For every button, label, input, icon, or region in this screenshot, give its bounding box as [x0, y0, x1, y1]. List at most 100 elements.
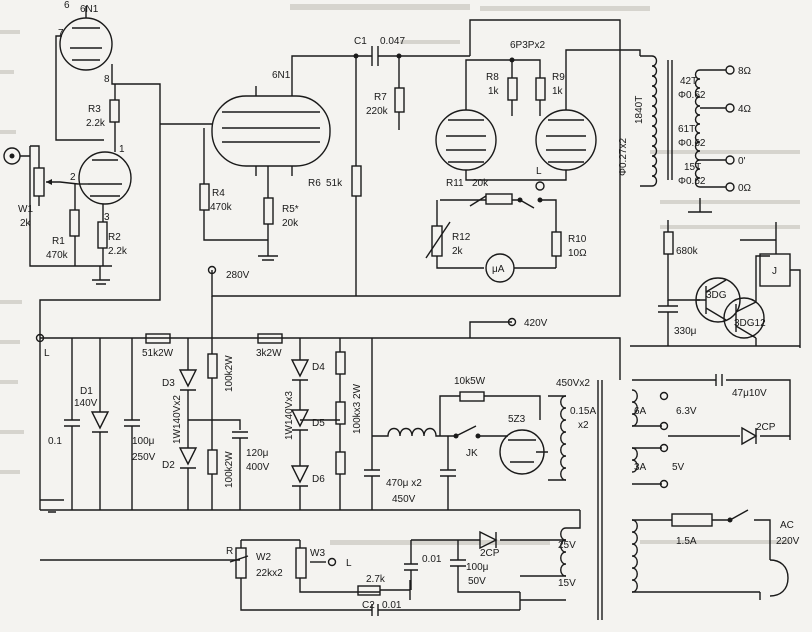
- component-labels: 6N1 6 6 7 8 1 2 3 R3 2.2k W1 2k R1 470k …: [18, 0, 800, 611]
- label-r51: 51k2W: [142, 348, 174, 359]
- r680-resistor: [663, 231, 674, 255]
- label-o8: 8Ω: [738, 66, 752, 77]
- c47-capacitor: [715, 374, 723, 386]
- label-o4: 4Ω: [738, 104, 752, 115]
- r10-resistor: [551, 231, 562, 257]
- r1-resistor: [69, 209, 80, 237]
- d2-zener-diode: [178, 447, 198, 469]
- w3-potentiometer: [295, 547, 307, 579]
- heater-primary-section: [631, 374, 791, 600]
- label-r100a: 100k2W: [224, 355, 235, 392]
- label-r11v: 20k: [472, 178, 489, 189]
- label-ac: AC: [780, 520, 794, 531]
- heater-terminal-c[interactable]: [659, 443, 669, 453]
- bias-supply-section: [40, 510, 581, 616]
- v3b-pentode-tube: [535, 109, 597, 171]
- label-fuse: 1.5A: [676, 536, 697, 547]
- label-c330: 330μ: [674, 326, 697, 337]
- label-hvi: 0.15A: [570, 406, 596, 417]
- label-pin6: 6: [64, 0, 70, 11]
- label-t42: 42T: [680, 76, 697, 87]
- label-h3a: 3A: [634, 462, 647, 473]
- label-dz1: 1W140Vx2: [172, 395, 183, 444]
- power-transformer-hv-winding: [560, 395, 567, 481]
- d3-zener-diode: [178, 369, 198, 391]
- label-pin2: 2: [70, 172, 76, 183]
- bias-l-terminal[interactable]: [327, 557, 337, 567]
- heater-6v3-winding: [631, 389, 638, 427]
- r9-resistor: [535, 77, 546, 101]
- r100k3-c-resistor: [335, 451, 346, 475]
- label-r680: 680k: [676, 246, 699, 257]
- label-t61: 61T: [678, 124, 695, 135]
- heater-terminal-d[interactable]: [659, 479, 669, 489]
- r27k-resistor: [357, 585, 381, 596]
- r11-resistor: [485, 193, 513, 205]
- bias-winding: [560, 527, 567, 577]
- label-c2v: 0.01: [382, 600, 402, 611]
- label-d3w: Φ0.62: [678, 176, 706, 187]
- filter-choke-inductor: [372, 427, 448, 437]
- label-v1: 6N1: [80, 4, 99, 15]
- label-r100c: 100kx3 2W: [352, 383, 363, 434]
- label-c470: 470μ x2: [386, 478, 422, 489]
- label-v25: 25V: [558, 540, 576, 551]
- output-transformer-primary: [651, 55, 658, 187]
- label-r5: R5*: [282, 204, 299, 215]
- output-transformer-secondary: [694, 69, 701, 188]
- b-plus-280-terminal[interactable]: [207, 265, 217, 275]
- v3a-pentode-tube: [435, 109, 497, 171]
- label-v2: 6N1: [272, 70, 291, 81]
- label-d2: D2: [162, 460, 175, 471]
- label-meter: μA: [492, 264, 505, 275]
- r6-resistor: [351, 165, 362, 197]
- label-h63: 6.3V: [676, 406, 697, 417]
- output-terminal-0a[interactable]: [725, 155, 735, 165]
- r2-resistor: [97, 221, 108, 249]
- label-r10: R10: [568, 234, 587, 245]
- meter-selector-terminal[interactable]: [535, 181, 545, 191]
- label-r10k: 10k5W: [454, 376, 486, 387]
- label-c1v: 0.047: [380, 36, 405, 47]
- heater-terminal-b[interactable]: [659, 421, 669, 431]
- d6-zener-diode: [290, 465, 310, 487]
- label-r6: R6: [308, 178, 321, 189]
- r8-resistor: [507, 77, 518, 101]
- label-v3: 6P3Px2: [510, 40, 545, 51]
- r51k-resistor: [145, 333, 171, 344]
- c2-capacitor: [340, 604, 520, 616]
- label-jk: JK: [466, 448, 478, 459]
- label-d1v: 140V: [74, 398, 98, 409]
- d2cp2-diode: [479, 530, 498, 550]
- power-transformer-core: [597, 380, 603, 620]
- label-cap100: 100μ: [132, 436, 155, 447]
- label-r8: R8: [486, 72, 499, 83]
- heater-terminal-a[interactable]: [659, 391, 669, 401]
- label-c120v: 400V: [246, 462, 270, 473]
- label-cap100v: 250V: [132, 452, 156, 463]
- label-d1: D1: [80, 386, 93, 397]
- label-pin7: 7: [58, 28, 64, 39]
- label-o0b: 0Ω: [738, 183, 752, 194]
- label-c1: C1: [354, 36, 367, 47]
- ground-l-terminal[interactable]: [35, 333, 45, 343]
- r3-resistor: [109, 99, 120, 123]
- output-terminal-0b[interactable]: [725, 182, 735, 192]
- c1-capacitor: [365, 46, 470, 66]
- label-wr: R: [226, 546, 233, 557]
- output-terminal-4[interactable]: [725, 103, 735, 113]
- r100k3-b-resistor: [335, 401, 346, 425]
- input-stage: [3, 6, 161, 500]
- transistor-q2-icon: [723, 297, 765, 339]
- label-hvx: x2: [578, 420, 589, 431]
- label-h5v: 5V: [672, 462, 685, 473]
- label-ol: L: [536, 166, 542, 177]
- output-terminal-8[interactable]: [725, 65, 735, 75]
- ac-plug-icon[interactable]: [769, 559, 789, 597]
- label-v420: 420V: [524, 318, 548, 329]
- label-d4: D4: [312, 362, 325, 373]
- label-r12v: 2k: [452, 246, 464, 257]
- label-r2: R2: [108, 232, 121, 243]
- label-d5: D5: [312, 418, 325, 429]
- label-c001a: 0.01: [422, 554, 442, 565]
